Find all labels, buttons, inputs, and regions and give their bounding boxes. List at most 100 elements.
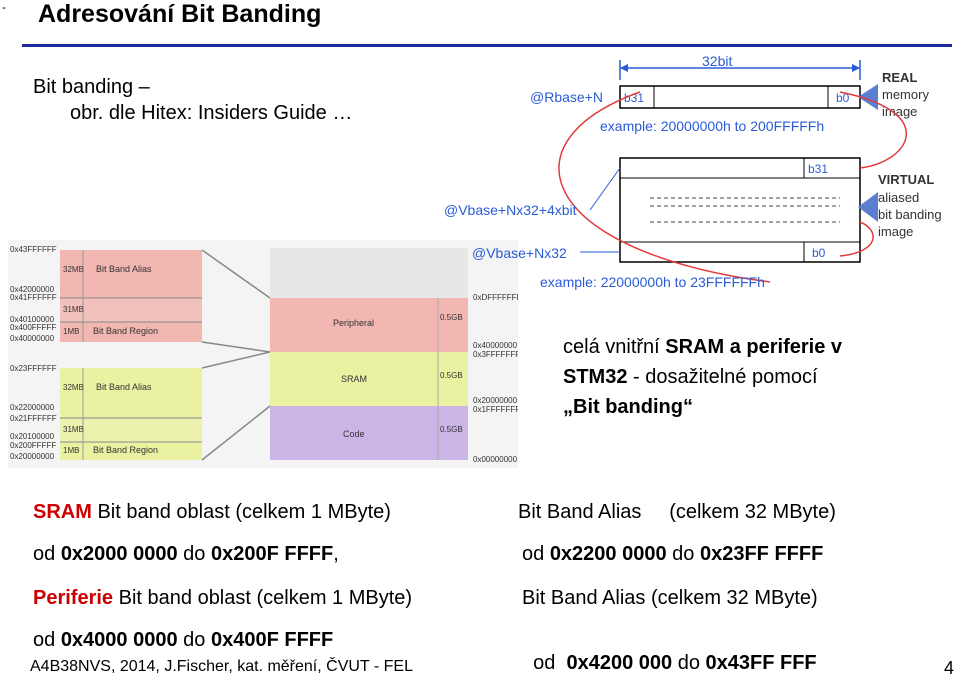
range-value: 0x2000 0000	[60, 543, 178, 565]
description-bold: STM32	[563, 366, 628, 388]
left-region-label: 1MB	[63, 327, 79, 336]
description-bold: „Bit banding“	[563, 396, 693, 418]
range-text: do	[177, 629, 211, 651]
virtual-label: aliased	[878, 190, 919, 205]
range-value: 0x400F FFFF	[210, 629, 334, 651]
row-periph-alias-range: od 0x4200 000 do 0x43FF FFF	[522, 629, 817, 675]
row-sram-range: od 0x2000 0000 do 0x200F FFFF,	[33, 543, 339, 566]
middle-region-label: Peripheral	[333, 318, 374, 328]
middle-size-label: 0.5GB	[440, 425, 463, 434]
footer: A4B38NVS, 2014, J.Fischer, kat. měření, …	[30, 658, 413, 675]
range-value: 0x2200 0000	[549, 543, 667, 565]
description-text: - dosažitelné pomocí	[627, 366, 818, 388]
left-alias-block-sram	[60, 368, 202, 418]
right-addr-label: 0xDFFFFFFF	[473, 293, 518, 302]
virtual-word-box	[619, 157, 861, 263]
b0-virtual-label: b0	[812, 246, 826, 260]
left-region-label: Bit Band Alias	[96, 382, 152, 392]
range-text: do	[672, 652, 706, 674]
middle-upper-block	[270, 248, 468, 298]
left-addr-label: 0x400FFFFF	[10, 323, 56, 332]
description-block: celá vnitřní SRAM a periferie v STM32 - …	[563, 332, 842, 422]
left-addr-label: 0x43FFFFFF	[10, 245, 57, 254]
left-region-label: 1MB	[63, 446, 79, 455]
subtitle-line-1: Bit banding –	[33, 76, 150, 98]
vbase2-label: @Vbase+Nx32	[472, 245, 567, 261]
description-text: celá vnitřní	[563, 336, 666, 358]
left-region-block-periph	[60, 322, 202, 342]
virtual-label: VIRTUAL	[878, 172, 934, 187]
width-label: 32bit	[702, 53, 732, 69]
mapping-curve-icon	[558, 91, 771, 283]
real-word-box	[619, 85, 861, 109]
middle-size-label: 0.5GB	[440, 371, 463, 380]
virtual-label: bit banding	[878, 207, 942, 222]
example-real-label: example: 20000000h to 200FFFFFh	[600, 118, 824, 134]
middle-region-label: Code	[343, 429, 365, 439]
mapping-curve-icon	[839, 221, 874, 257]
row-sram-left: SRAM Bit band oblast (celkem 1 MByte)	[33, 501, 391, 524]
right-addr-label: 0x3FFFFFFF	[473, 350, 518, 359]
middle-size-label: 0.5GB	[440, 313, 463, 322]
page-number: 4	[944, 658, 955, 678]
left-region-label: Bit Band Alias	[96, 264, 152, 274]
left-alias-block-periph	[60, 250, 202, 298]
real-label: REAL	[882, 70, 917, 85]
arrow-virtual-icon	[858, 192, 878, 222]
arrow-real-icon	[858, 84, 878, 110]
left-31mb-block-sram	[60, 418, 202, 442]
left-addr-label: 0x41FFFFFF	[10, 293, 57, 302]
left-region-label: Bit Band Region	[93, 326, 158, 336]
left-region-label: 32MB	[63, 265, 84, 274]
b31-virtual-label: b31	[808, 162, 828, 176]
memory-map-diagram: 0x43FFFFFF 0x42000000 0x41FFFFFF 0x40100…	[8, 240, 518, 468]
b31-label: b31	[624, 91, 644, 105]
range-text: do	[177, 543, 211, 565]
range-text: od	[533, 652, 567, 674]
left-region-label: 31MB	[63, 425, 84, 434]
range-text: od	[33, 543, 61, 565]
range-value: 0x23FF FFFF	[699, 543, 824, 565]
row-periph-left: Periferie Bit band oblast (celkem 1 MByt…	[33, 587, 412, 610]
middle-sram-block	[270, 352, 468, 406]
mapping-curve-icon	[839, 91, 907, 169]
real-label: memory	[882, 87, 929, 102]
range-text: od	[33, 629, 61, 651]
range-value: 0x43FF FFF	[705, 652, 817, 674]
right-addr-label: 0x00000000	[473, 455, 518, 464]
corner-mark: -	[2, 0, 6, 14]
left-addr-label: 0x40000000	[10, 334, 55, 343]
row-periph-range: od 0x4000 0000 do 0x400F FFFF	[33, 629, 333, 652]
middle-region-label: SRAM	[341, 374, 367, 384]
left-addr-label: 0x20100000	[10, 432, 55, 441]
left-addr-label: 0x200FFFFF	[10, 441, 56, 450]
left-addr-label: 0x21FFFFFF	[10, 414, 57, 423]
range-text: od	[522, 543, 550, 565]
range-value: 0x4200 000	[566, 652, 673, 674]
left-addr-label: 0x23FFFFFF	[10, 364, 57, 373]
title-divider	[22, 44, 952, 47]
periph-text: Bit band oblast (celkem 1 MByte)	[113, 587, 413, 609]
left-region-label: 31MB	[63, 305, 84, 314]
sram-text: Bit band oblast (celkem 1 MByte)	[91, 501, 391, 523]
left-region-label: Bit Band Region	[93, 445, 158, 455]
right-addr-label: 0x20000000	[473, 396, 518, 405]
example-virtual-label: example: 22000000h to 23FFFFFFh	[540, 274, 765, 290]
b0-label: b0	[836, 91, 850, 105]
rbase-label: @Rbase+N	[530, 89, 603, 105]
left-addr-label: 0x22000000	[10, 403, 55, 412]
subtitle-line-2: obr. dle Hitex: Insiders Guide …	[70, 102, 353, 124]
periph-label: Periferie	[33, 587, 114, 609]
range-value: 0x4000 0000	[60, 629, 178, 651]
left-addr-label: 0x20000000	[10, 452, 55, 461]
row-sram-alias-range: od 0x2200 0000 do 0x23FF FFFF	[522, 543, 823, 566]
left-addr-label: 0x40100000	[10, 315, 55, 324]
row-sram-right: Bit Band Alias (celkem 32 MByte)	[518, 501, 836, 523]
left-region-label: 32MB	[63, 383, 84, 392]
real-label: image	[882, 104, 917, 119]
left-31mb-block-periph	[60, 298, 202, 322]
row-periph-right: Bit Band Alias (celkem 32 MByte)	[522, 587, 818, 609]
slide-title: Adresování Bit Banding	[38, 0, 322, 28]
description-bold: SRAM a periferie v	[665, 336, 842, 358]
range-value: 0x200F FFFF	[210, 543, 334, 565]
